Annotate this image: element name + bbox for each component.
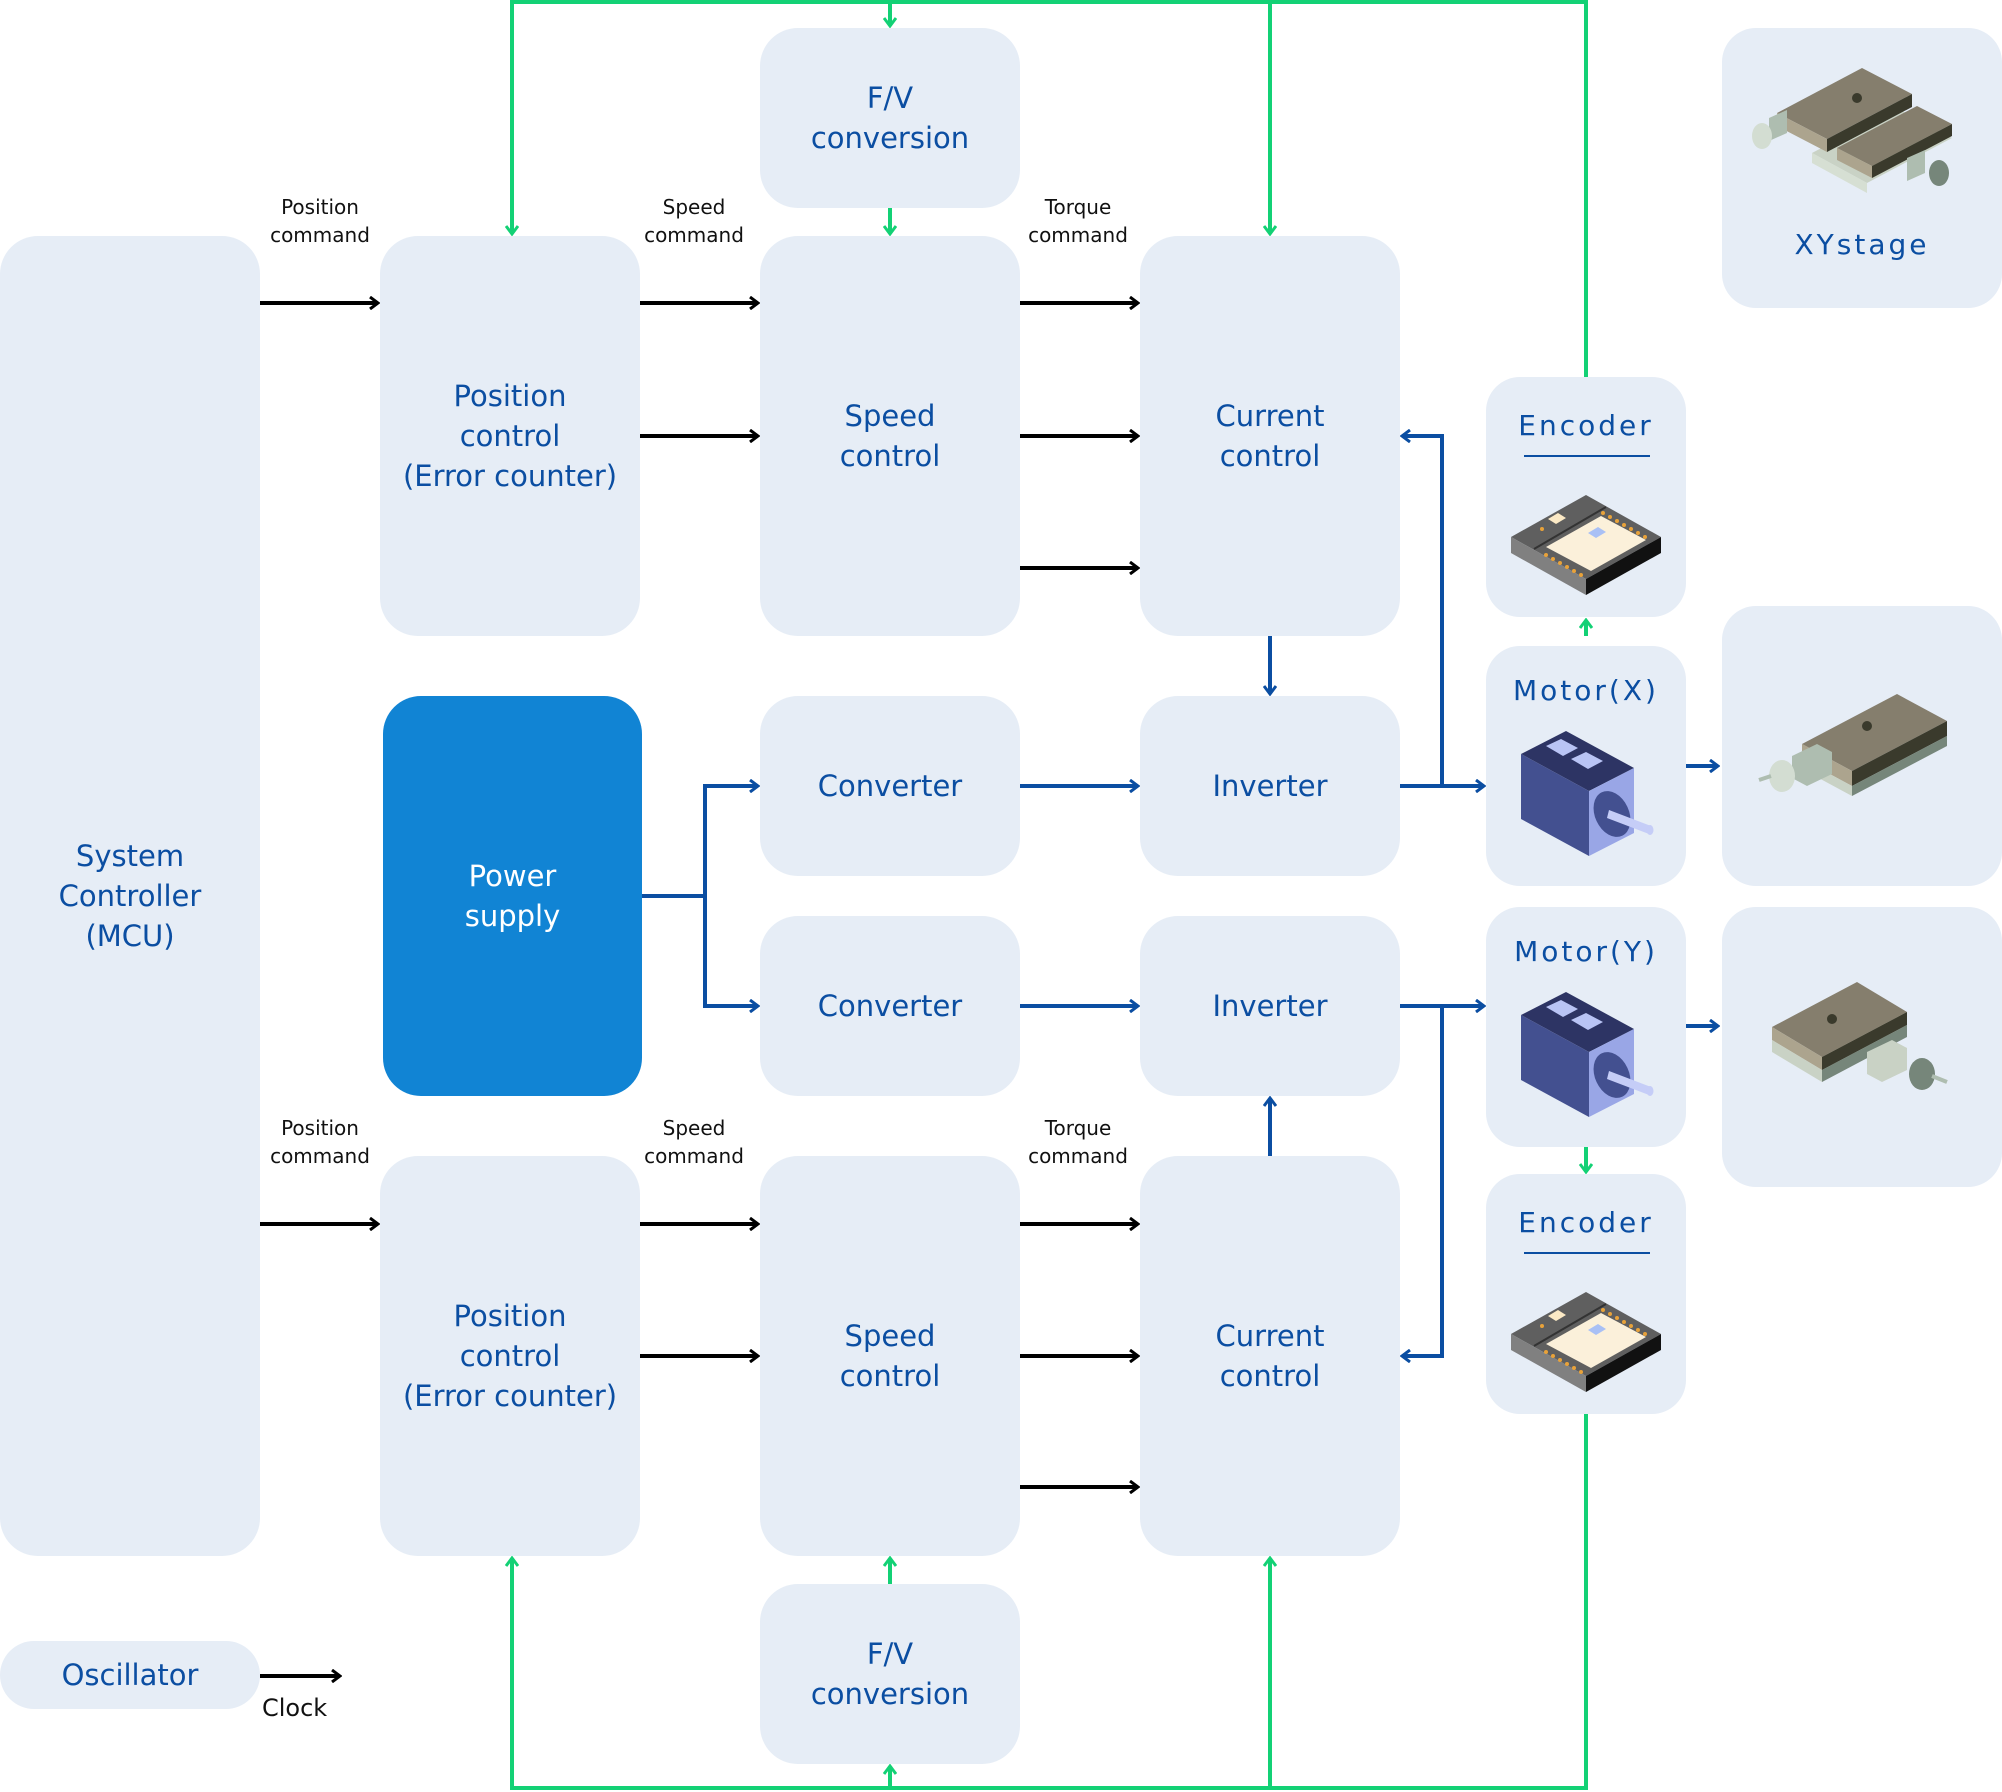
block-label: F/V [866, 1637, 914, 1671]
block-label: (Error counter) [402, 459, 618, 493]
xy-stage-icon [1752, 68, 1952, 193]
block-label: Position [453, 1299, 567, 1333]
converter-y[interactable]: Converter [760, 916, 1020, 1096]
block-label: Current [1215, 1319, 1325, 1353]
encoder-y-label: Encoder [1518, 1206, 1654, 1239]
linear-stage-y-icon [1772, 982, 1948, 1090]
encoder-x[interactable]: Encoder [1486, 377, 1686, 617]
clock-label: Clock [262, 1694, 328, 1722]
block-label: Converter [817, 989, 963, 1023]
motor-y[interactable]: Motor(Y) [1486, 907, 1686, 1147]
signal-arrows-y [260, 1224, 1138, 1676]
servo-motor-icon [1521, 731, 1654, 856]
block-label: conversion [810, 1677, 970, 1711]
feedback-line-top [512, 0, 1588, 377]
current-feedback-x [1402, 436, 1444, 786]
block-label: control [839, 1359, 941, 1393]
block-label: F/V [866, 81, 914, 115]
block-label: (Error counter) [402, 1379, 618, 1413]
power-to-converter-y [703, 896, 758, 1006]
system-controller-label: Controller [58, 879, 202, 913]
motor-y-label: Motor(Y) [1514, 935, 1658, 968]
fv-conversion-y[interactable]: F/V conversion [760, 1584, 1020, 1764]
block-label: supply [464, 899, 561, 933]
block-label: control [459, 1339, 561, 1373]
power-path [642, 436, 1718, 1356]
current-control-y[interactable]: Current control [1140, 1156, 1400, 1556]
position-control-y[interactable]: Position control (Error counter) [380, 1156, 640, 1556]
block-label: Current [1215, 399, 1325, 433]
system-controller-label: System [75, 839, 185, 873]
feedback-line-bottom [512, 1413, 1588, 1790]
linear-stage-x-icon [1758, 694, 1947, 796]
feedback-loop-y [512, 1147, 1588, 1790]
current-feedback-y [1402, 1006, 1444, 1356]
block-label: Inverter [1212, 769, 1328, 803]
block-label: conversion [810, 121, 970, 155]
xy-stage[interactable]: XYstage [1722, 28, 2002, 308]
oscillator-label: Oscillator [61, 1658, 199, 1692]
encoder-chip-icon [1511, 495, 1661, 595]
speed-control-y[interactable]: Speed control [760, 1156, 1020, 1556]
power-to-converter-x [642, 786, 758, 898]
encoder-y-underline [1524, 1252, 1650, 1254]
motor-x-label: Motor(X) [1513, 674, 1659, 707]
block-label: control [839, 439, 941, 473]
fv-conversion-x[interactable]: F/V conversion [760, 28, 1020, 208]
power-supply[interactable]: Power supply [383, 696, 642, 1096]
system-controller[interactable]: System Controller (MCU) [0, 236, 260, 1556]
inverter-y[interactable]: Inverter [1140, 916, 1400, 1096]
block-label: Converter [817, 769, 963, 803]
block-label: control [1219, 1359, 1321, 1393]
signal-arrows-x [260, 303, 1138, 568]
motor-x[interactable]: Motor(X) [1486, 646, 1686, 886]
xy-stage-label: XYstage [1794, 228, 1930, 261]
block-label: Inverter [1212, 989, 1328, 1023]
encoder-chip-icon [1511, 1292, 1661, 1392]
oscillator[interactable]: Oscillator [0, 1641, 260, 1709]
system-controller-label: (MCU) [85, 919, 175, 953]
block-label: control [459, 419, 561, 453]
block-label: Power [468, 859, 557, 893]
stage-y[interactable] [1722, 907, 2002, 1187]
inverter-x[interactable]: Inverter [1140, 696, 1400, 876]
block-label: Speed [844, 399, 936, 433]
stage-x[interactable] [1722, 606, 2002, 886]
block-label: Speed [844, 1319, 936, 1353]
encoder-x-label: Encoder [1518, 409, 1654, 442]
speed-control-x[interactable]: Speed control [760, 236, 1020, 636]
block-label: Position [453, 379, 567, 413]
encoder-x-underline [1524, 455, 1650, 457]
position-control-x[interactable]: Position control (Error counter) [380, 236, 640, 636]
converter-x[interactable]: Converter [760, 696, 1020, 876]
feedback-loop-x [512, 0, 1588, 636]
servo-motor-icon [1521, 992, 1654, 1117]
block-label: control [1219, 439, 1321, 473]
current-control-x[interactable]: Current control [1140, 236, 1400, 636]
encoder-y[interactable]: Encoder [1486, 1174, 1686, 1414]
